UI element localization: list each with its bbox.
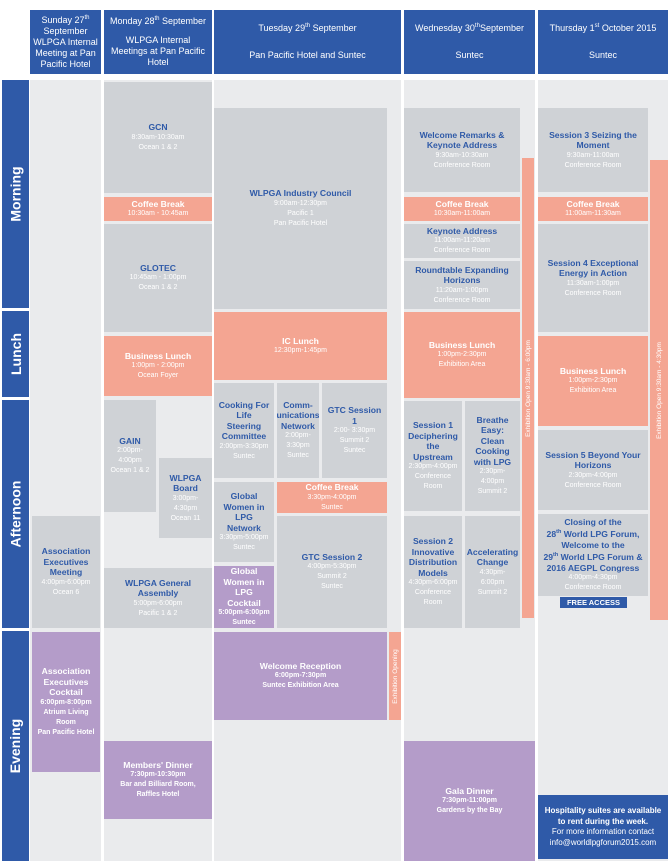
- event-industry-council: WLPGA Industry Council 9:00am-12:30pm Pa…: [214, 108, 387, 309]
- header-sunday: Sunday 27th September WLPGA Internal Mee…: [30, 10, 101, 74]
- event-welcome-remarks: Welcome Remarks & Keynote Address 9:30am…: [404, 108, 520, 192]
- wednesday-exhibition-bar: Exhibition Open 9:30am - 6:00pm: [522, 158, 534, 618]
- header-thursday: Thursday 1st October 2015 Suntec: [538, 10, 668, 74]
- thursday-exhibition-bar: Exhibition Open 9:30am - 4:30pm: [650, 160, 668, 620]
- event-session-4: Session 4 Exceptional Energy in Action 1…: [538, 224, 648, 332]
- event-communications-network: Comm-unications Network 2:00pm-3:30pm Su…: [277, 383, 319, 478]
- free-access-badge: FREE ACCESS: [560, 597, 627, 608]
- event-thursday-coffee-break: Coffee Break 11:00am-11:30am: [538, 197, 648, 221]
- period-lunch: Lunch: [2, 311, 29, 397]
- event-breathe-easy: Breathe Easy: Clean Cooking with LPG 2:3…: [465, 401, 520, 511]
- event-thursday-business-lunch: Business Lunch 1:00pm-2:30pm Exhibition …: [538, 336, 648, 426]
- event-session-3: Session 3 Seizing the Moment 9:30am-11:0…: [538, 108, 648, 192]
- event-wednesday-business-lunch: Business Lunch 1:00pm-2:30pm Exhibition …: [404, 312, 520, 398]
- event-monday-coffee-break: Coffee Break 10:30am - 10:45am: [104, 197, 212, 221]
- event-closing-ceremony: Closing of the 28th World LPG Forum, Wel…: [538, 514, 648, 596]
- header-monday: Monday 28th September WLPGA Internal Mee…: [104, 10, 212, 74]
- event-roundtable: Roundtable Expanding Horizons 11:20am-1:…: [404, 261, 520, 309]
- event-gcn: GCN 8:30am-10:30am Ocean 1 & 2: [104, 82, 212, 193]
- event-glotec: GLOTEC 10:45am - 1:00pm Ocean 1 & 2: [104, 224, 212, 332]
- event-women-network: Global Women in LPG Network 3:30pm-5:00p…: [214, 482, 274, 562]
- hospitality-info-box: Hospitality suites are available to rent…: [538, 795, 668, 859]
- event-keynote-address: Keynote Address 11:00am-11:20am Conferen…: [404, 224, 520, 258]
- event-gtc-session-1: GTC Session 1 2:00- 3:30pm Summit 2 Sunt…: [322, 383, 387, 478]
- header-wednesday: Wednesday 30thSeptember Suntec: [404, 10, 535, 74]
- event-association-meeting: Association Executives Meeting 4:00pm-6:…: [32, 516, 100, 628]
- contact-email-link[interactable]: info@worldlpgforum2015.com: [549, 837, 657, 847]
- event-session-5: Session 5 Beyond Your Horizons 2:30pm-4:…: [538, 430, 648, 510]
- tuesday-exhibition-opening-bar: Exhibition Opening: [389, 632, 401, 720]
- event-gala-dinner: Gala Dinner 7:30pm-11:00pm Gardens by th…: [404, 741, 535, 861]
- period-evening: Evening: [2, 631, 29, 861]
- period-morning: Morning: [2, 80, 29, 308]
- event-wednesday-coffee-break: Coffee Break 10:30am-11:00am: [404, 197, 520, 221]
- event-women-cocktail: Global Women in LPG Cocktail 5:00pm-6:00…: [214, 566, 274, 628]
- event-gain: GAIN 2:00pm-4:00pm Ocean 1 & 2: [104, 400, 156, 512]
- event-cooking-for-life: Cooking For Life Steering Committee 2:00…: [214, 383, 274, 478]
- event-monday-business-lunch: Business Lunch 1:00pm - 2:00pm Ocean Foy…: [104, 336, 212, 396]
- event-ic-lunch: IC Lunch 12:30pm-1:45pm: [214, 312, 387, 380]
- event-gtc-session-2: GTC Session 2 4:00pm-5:30pm Summit 2 Sun…: [277, 516, 387, 628]
- event-general-assembly: WLPGA General Assembly 5:00pm-6:00pm Pac…: [104, 568, 212, 628]
- event-members-dinner: Members' Dinner 7:30pm-10:30pm Bar and B…: [104, 741, 212, 819]
- event-accelerating-change: Accelerating Change 4:30pm-6:00pm Summit…: [465, 516, 520, 628]
- event-tuesday-coffee-break: Coffee Break 3:30pm-4:00pm Suntec: [277, 482, 387, 513]
- event-session-2: Session 2 Innovative Distribution Models…: [404, 516, 462, 628]
- event-wlpga-board: WLPGA Board 3:00pm-4:30pm Ocean 11: [159, 458, 212, 538]
- event-welcome-reception: Welcome Reception 6:00pm-7:30pm Suntec E…: [214, 632, 387, 720]
- period-afternoon: Afternoon: [2, 400, 29, 628]
- event-association-cocktail: Association Executives Cocktail 6:00pm-8…: [32, 632, 100, 772]
- header-tuesday: Tuesday 29th September Pan Pacific Hotel…: [214, 10, 401, 74]
- event-session-1: Session 1 Deciphering the Upstream 2:30p…: [404, 401, 462, 511]
